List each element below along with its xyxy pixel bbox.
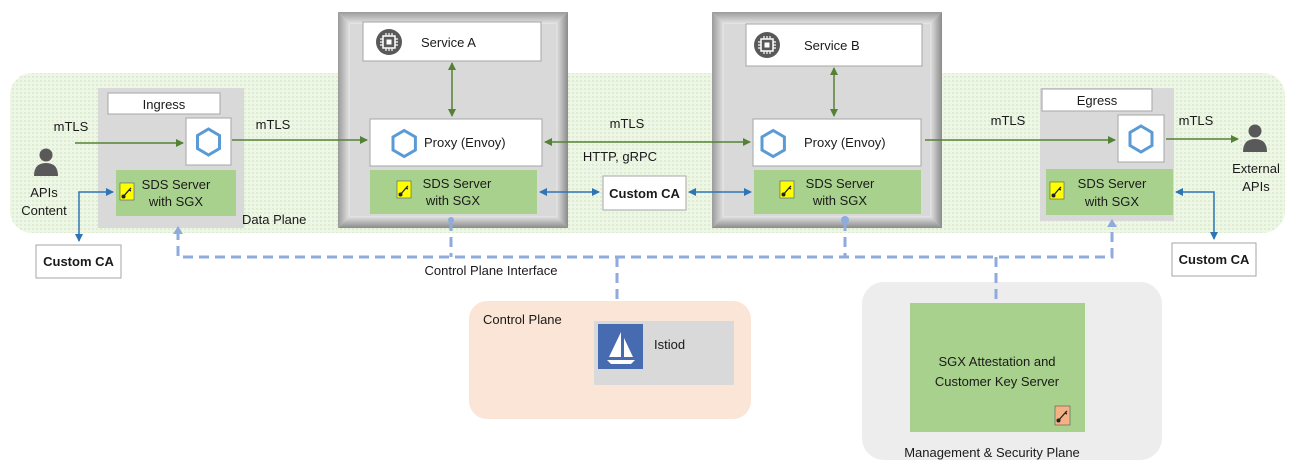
ingress-label: Ingress xyxy=(143,97,186,112)
key-head-icon xyxy=(121,194,126,199)
ingress-sds-line2: with SGX xyxy=(148,194,204,209)
cpi-junction xyxy=(448,217,454,223)
service-b-label: Service B xyxy=(804,38,860,53)
proxy-b-label: Proxy (Envoy) xyxy=(804,135,886,150)
user-icon xyxy=(1243,124,1267,152)
cpi-junction xyxy=(841,216,849,224)
data-plane-region xyxy=(10,73,1285,233)
egress-proxy-box xyxy=(1117,114,1165,163)
key-head-icon xyxy=(1056,418,1061,423)
cpi-arrowhead xyxy=(1107,219,1117,227)
egress-sds-line1: SDS Server xyxy=(1078,176,1147,191)
envoy-hex-icon xyxy=(391,128,417,159)
custom-ca-center-label: Custom CA xyxy=(609,186,680,201)
custom-ca-left-box xyxy=(35,244,122,279)
egress-sds-line2: with SGX xyxy=(1084,194,1140,209)
left-user-line1: APIs xyxy=(30,185,58,200)
key-head-icon xyxy=(1051,193,1056,198)
link-ingress-sds-custom-ca xyxy=(75,188,114,242)
label-a-b: mTLS xyxy=(610,116,645,131)
service-b-sds-line1: SDS Server xyxy=(806,176,875,191)
link-egress-sds-custom-ca xyxy=(1175,188,1218,240)
service-b-sds-line2: with SGX xyxy=(812,193,868,208)
custom-ca-right-box xyxy=(1171,242,1257,277)
custom-ca-center-box xyxy=(602,175,687,211)
egress-label: Egress xyxy=(1077,93,1118,108)
service-b-box xyxy=(745,23,923,67)
control-plane-label: Control Plane xyxy=(483,312,562,327)
label-egress-external: mTLS xyxy=(1179,113,1214,128)
key-head-icon xyxy=(398,192,403,197)
right-user-line1: External xyxy=(1232,161,1280,176)
service-a-sds-line1: SDS Server xyxy=(423,176,492,191)
custom-ca-right-label: Custom CA xyxy=(1179,252,1250,267)
service-a-sds-line2: with SGX xyxy=(425,193,481,208)
user-icon xyxy=(34,148,58,176)
control-plane-interface-lines xyxy=(176,221,1114,304)
data-plane-label: Data Plane xyxy=(242,212,306,227)
egress-sds-box xyxy=(1046,169,1173,215)
ingress-sds-box xyxy=(116,170,236,216)
ingress-proxy-box xyxy=(185,117,232,166)
control-plane-interface-label: Control Plane Interface xyxy=(425,263,558,278)
right-user-line2: APIs xyxy=(1242,179,1270,194)
ingress-sds-line1: SDS Server xyxy=(142,177,211,192)
envoy-hex-icon xyxy=(196,127,221,157)
ingress-title-box xyxy=(107,92,221,115)
proxy-b-box xyxy=(752,118,922,167)
label-ingress-a: mTLS xyxy=(256,117,291,132)
key-server-line1: SGX Attestation and xyxy=(938,354,1055,369)
envoy-hex-icon xyxy=(760,128,786,159)
istio-sail-icon xyxy=(624,338,633,357)
chip-icon xyxy=(376,29,402,55)
istio-sail-icon xyxy=(609,332,621,357)
management-plane-label: Management & Security Plane xyxy=(904,445,1080,460)
istio-hull-icon xyxy=(607,360,635,364)
custom-ca-left-label: Custom CA xyxy=(43,254,114,269)
chip-icon xyxy=(754,32,780,58)
label-b-egress: mTLS xyxy=(991,113,1026,128)
left-user-line2: Content xyxy=(21,203,67,218)
key-server-line2: Customer Key Server xyxy=(935,374,1060,389)
cpi-arrowhead xyxy=(173,226,183,234)
istiod-label: Istiod xyxy=(654,337,685,352)
key-head-icon xyxy=(781,192,786,197)
label-user-ingress: mTLS xyxy=(54,119,89,134)
service-a-label: Service A xyxy=(421,35,476,50)
proxy-a-box xyxy=(369,118,543,167)
proxy-a-label: Proxy (Envoy) xyxy=(424,135,506,150)
egress-title-box xyxy=(1041,88,1153,112)
envoy-hex-icon xyxy=(1128,124,1154,154)
label-a-b-protocols: HTTP, gRPC xyxy=(583,149,657,164)
